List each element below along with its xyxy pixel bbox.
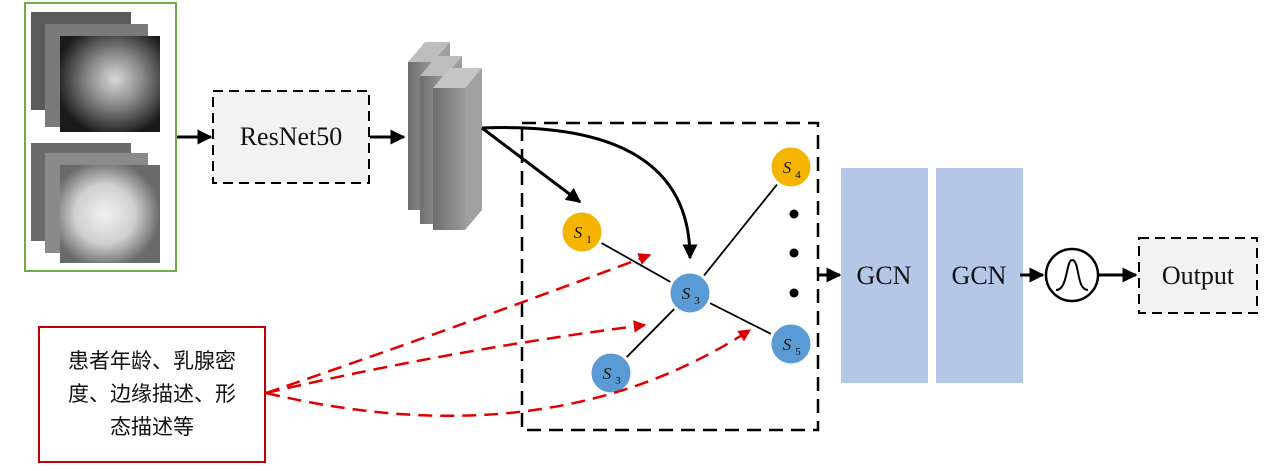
clinical-features-box: [38, 326, 266, 463]
clinical-to-graph-arrows: [265, 253, 752, 418]
mammogram-stack-top: [31, 12, 160, 132]
dashed-arrow-to-edge: [265, 328, 752, 418]
gcn-block: [936, 168, 1023, 383]
resnet50-box: [212, 90, 370, 184]
node-letter: S: [682, 284, 691, 303]
node-s1: S 1: [559, 209, 605, 255]
node-letter: S: [574, 223, 583, 242]
feature-map-slab: [433, 68, 482, 230]
sigmoid-icon: [1055, 259, 1089, 291]
gcn-block: [841, 168, 928, 383]
output-label: Output: [1162, 261, 1235, 290]
arrow-features-to-s1: [481, 126, 582, 204]
activation-circle: [1044, 247, 1100, 303]
node-s3-bottom: S 3: [588, 350, 634, 396]
gcn-label: GCN: [952, 261, 1007, 290]
node-letter: S: [783, 158, 792, 177]
gcn-layer-2: GCN: [936, 168, 1023, 383]
graph-nodes: S 1 S 3 S 3 S 4 S 5: [559, 144, 814, 396]
node-letter: S: [603, 364, 612, 383]
graph-edges: [581, 166, 792, 374]
node-s5: S 5: [768, 321, 814, 367]
node-letter: S: [783, 335, 792, 354]
clinical-features-block: 患者年龄、乳腺密 度、边缘描述、形 态描述等: [38, 326, 266, 463]
dashed-arrow-to-edge: [265, 253, 652, 395]
dashed-arrow-to-edge: [265, 320, 647, 395]
clinical-text-line-2: 度、边缘描述、形: [68, 382, 236, 406]
node-subscript: 1: [586, 234, 592, 246]
node-s4: S 4: [768, 144, 814, 190]
node-subscript: 3: [615, 375, 621, 387]
more-nodes-ellipsis: [789, 209, 799, 298]
node-subscript: 4: [795, 169, 801, 181]
output-box: [1138, 237, 1258, 314]
node-subscript: 5: [795, 346, 801, 358]
output-block: Output: [1138, 237, 1258, 314]
gcn-layer-1: GCN: [841, 168, 928, 383]
sigmoid-activation: [1044, 247, 1100, 303]
node-subscript: 3: [694, 295, 700, 307]
mammogram-stack-bottom: [31, 143, 160, 263]
clinical-text-line-1: 患者年龄、乳腺密: [68, 349, 236, 373]
edge-s3-s4: [689, 166, 792, 294]
feature-map-stack: [408, 42, 482, 230]
mammogram-image: [60, 165, 160, 263]
mammogram-image: [60, 36, 160, 132]
clinical-text-line-3: 态描述等: [110, 415, 194, 439]
input-images-panel: [24, 2, 177, 272]
resnet50-block: ResNet50: [212, 90, 370, 184]
arrow-features-to-s3-center: [481, 126, 698, 260]
resnet50-label: ResNet50: [240, 122, 343, 151]
gcn-label: GCN: [857, 261, 912, 290]
node-s3-center: S 3: [667, 270, 713, 316]
